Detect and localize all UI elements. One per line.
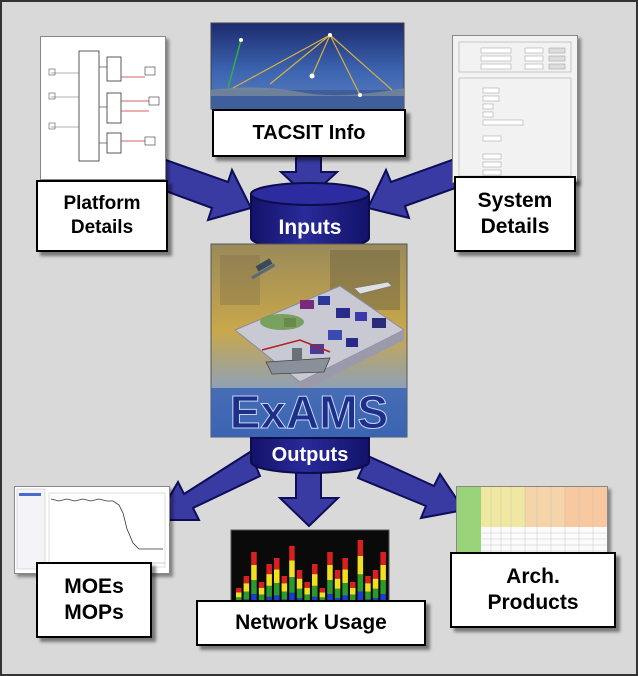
system-label-line2: Details: [480, 215, 550, 238]
platform-diagram-thumbnail: [40, 36, 166, 180]
network-bar-segment: [236, 592, 242, 598]
network-bar-segment: [380, 564, 386, 581]
network-bar-segment: [243, 576, 250, 584]
arch-products-label: Arch. Products: [450, 552, 616, 628]
network-bar-segment: [243, 591, 250, 600]
system-details-label: System Details: [454, 176, 576, 252]
network-bar-segment: [304, 587, 310, 595]
network-bar-segment: [327, 564, 333, 581]
network-bar-segment: [281, 591, 288, 600]
network-bar-segment: [357, 574, 364, 592]
network-bar-segment: [266, 585, 272, 597]
moes-mops-label: MOEs MOPs: [36, 562, 152, 638]
network-bar-segment: [296, 570, 303, 579]
network-bar-segment: [327, 552, 333, 565]
network-bar-segment: [258, 587, 265, 595]
network-bar-segment: [266, 574, 272, 586]
tacsit-info-label: TACSIT Info: [212, 109, 406, 157]
network-bar-segment: [289, 546, 295, 561]
network-bar-segment: [296, 588, 303, 599]
network-bar-segment: [289, 560, 295, 578]
network-bar-segment: [350, 582, 356, 588]
network-bar-segment: [281, 583, 288, 592]
arrow-outputs-to-network: [277, 469, 341, 528]
system-form-thumbnail: [452, 35, 578, 183]
network-bar-segment: [312, 564, 318, 575]
network-bar-segment: [365, 583, 371, 592]
exams-logo-text: ExAMS: [230, 386, 388, 438]
arch-matrix-thumbnail: [456, 486, 608, 560]
network-bar-segment: [312, 585, 318, 597]
exams-center-image: ExAMS: [210, 243, 408, 439]
tacsit-scene-thumbnail: [210, 22, 405, 110]
network-bar-segment: [312, 574, 318, 586]
network-bar-segment: [319, 597, 326, 603]
network-bar-segment: [258, 594, 265, 601]
arrow-outputs-to-moes: [154, 450, 262, 521]
network-usage-label: Network Usage: [196, 600, 426, 646]
network-bar-segment: [380, 552, 386, 565]
network-bar-segment: [258, 582, 265, 588]
network-bar-segment: [357, 540, 364, 556]
network-bar-segment: [327, 580, 333, 595]
outputs-cylinder: Outputs: [250, 437, 370, 474]
system-label-line1: System: [477, 188, 553, 212]
moes-label-line2: MOPs: [64, 601, 124, 624]
network-bar-segment: [304, 594, 310, 601]
network-bar-segment: [251, 564, 257, 581]
network-bar-segment: [296, 578, 303, 589]
network-bar-segment: [243, 583, 250, 592]
network-bar-segment: [342, 569, 348, 583]
network-bar-segment: [304, 582, 310, 588]
inputs-cylinder: Inputs: [250, 182, 370, 250]
network-bar-segment: [342, 582, 348, 596]
network-bar-segment: [266, 564, 272, 575]
network-bar-segment: [274, 558, 280, 570]
network-bar-segment: [319, 592, 326, 598]
arrow-outputs-to-arch: [356, 454, 466, 520]
network-bar-segment: [334, 588, 341, 599]
network-bar-segment: [281, 576, 288, 584]
network-bar-segment: [274, 582, 280, 596]
network-bar-segment: [274, 569, 280, 583]
network-bar-segment: [251, 580, 257, 595]
network-bar-segment: [289, 592, 295, 606]
platform-label-line1: Platform: [63, 193, 141, 215]
network-bar-segment: [380, 580, 386, 595]
outputs-label: Outputs: [272, 444, 349, 466]
network-bar-segment: [236, 597, 242, 603]
moes-label-line1: MOEs: [64, 574, 124, 598]
inputs-label: Inputs: [279, 216, 342, 239]
network-bar-segment: [236, 588, 242, 593]
platform-label-line2: Details: [70, 217, 134, 238]
arch-label-line1: Arch.: [506, 564, 560, 588]
network-bar-segment: [319, 588, 326, 593]
network-bar-segment: [289, 577, 295, 593]
network-bar-segment: [357, 555, 364, 575]
arch-label-line2: Products: [487, 591, 579, 614]
network-bar-segment: [372, 578, 379, 589]
network-bar-segment: [334, 570, 341, 579]
network-bar-segment: [334, 578, 341, 589]
network-bar-segment: [350, 587, 356, 595]
network-bar-segment: [342, 558, 348, 570]
moes-plot-thumbnail: [14, 486, 170, 574]
network-bar-segment: [372, 588, 379, 599]
network-bar-segment: [372, 570, 379, 579]
platform-details-label: Platform Details: [36, 180, 168, 252]
network-bar-segment: [350, 594, 356, 601]
network-bar-segment: [357, 591, 364, 606]
network-bar-segment: [365, 591, 371, 600]
network-bar-segment: [365, 576, 371, 584]
network-bar-segment: [251, 552, 257, 565]
